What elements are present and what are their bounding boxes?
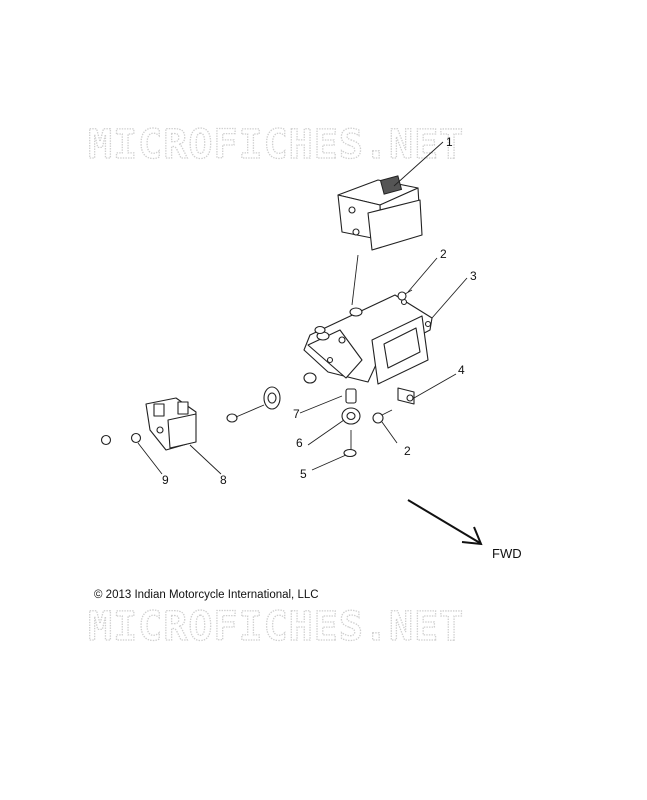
mount-part xyxy=(145,397,197,451)
bolt-part-lower xyxy=(372,409,393,424)
abs-module-part xyxy=(337,175,423,251)
bolt-part-left xyxy=(226,404,265,423)
callout-leaders xyxy=(137,141,468,475)
callout-2-upper: 2 xyxy=(440,247,447,261)
callout-7: 7 xyxy=(293,407,300,421)
shoulder-bolt-part xyxy=(343,430,357,458)
bolt-part-upper xyxy=(397,289,413,301)
spacer-part xyxy=(345,388,357,404)
callout-8: 8 xyxy=(220,473,227,487)
callout-6: 6 xyxy=(296,436,303,450)
callout-9: 9 xyxy=(162,473,169,487)
isolator-part xyxy=(341,407,361,425)
watermark-bottom: MICROFICHES.NET xyxy=(88,604,464,650)
grommet-part xyxy=(263,372,317,410)
callout-3: 3 xyxy=(470,269,477,283)
copyright-notice: © 2013 Indian Motorcycle International, … xyxy=(94,589,319,601)
fwd-label: FWD xyxy=(492,546,522,561)
mounting-bracket-part xyxy=(303,294,433,385)
callout-2-lower: 2 xyxy=(404,444,411,458)
callout-5: 5 xyxy=(300,467,307,481)
callout-4: 4 xyxy=(458,363,465,377)
watermark-top: MICROFICHES.NET xyxy=(88,122,464,168)
forward-direction-arrow xyxy=(407,499,483,546)
module-alignment-line xyxy=(351,254,359,306)
callout-1: 1 xyxy=(446,135,453,149)
clip-part xyxy=(397,387,415,405)
bolt-part-pair xyxy=(100,432,142,446)
